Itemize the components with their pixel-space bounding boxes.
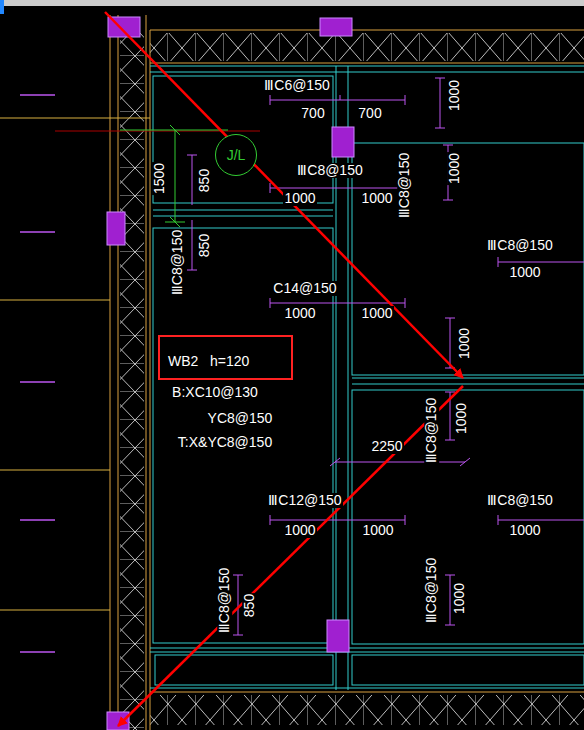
vertical-dimension: 1000 (448, 78, 463, 111)
vertical-dimension: ⅢC8@150 (171, 228, 186, 295)
vertical-dimension: ⅢC8@150 (425, 556, 440, 623)
vertical-dimension: 1000 (448, 151, 463, 184)
rebar-label: 1000 (360, 191, 393, 206)
rebar-label: 1000 (360, 306, 393, 321)
rebar-label: B:XC10@130 (171, 385, 259, 400)
rebar-label: 1000 (508, 265, 541, 280)
vertical-dimension: 850 (242, 592, 257, 617)
rebar-label: C14@150 (272, 281, 337, 296)
vertical-dimension: 1000 (458, 326, 473, 359)
rebar-label: ⅢC8@150 (486, 238, 553, 253)
vertical-dimension: ⅢC8@150 (425, 396, 440, 463)
rebar-label: 1000 (361, 523, 394, 538)
rebar-label: ⅢC8@150 (486, 493, 553, 508)
slab-mark-box: WB2 h=120 (158, 335, 293, 380)
detail-callout: J/L (215, 134, 257, 176)
rebar-label: 700 (300, 106, 325, 121)
rebar-label: 2250 (370, 439, 403, 454)
rebar-label: ⅢC6@150 (263, 78, 330, 93)
rebar-label: 1000 (283, 191, 316, 206)
vertical-dimension: 850 (197, 167, 212, 192)
rebar-label: 1000 (283, 306, 316, 321)
vertical-dimension: 1000 (455, 401, 470, 434)
vertical-dimension: 1000 (453, 581, 468, 614)
rebar-label: 1000 (283, 523, 316, 538)
node-text: WB2 h=120 (168, 353, 283, 369)
rebar-label: ⅢC8@150 (296, 163, 363, 178)
rebar-label: YC8@150 (207, 411, 274, 426)
vertical-dimension: ⅢC8@150 (218, 566, 233, 633)
rebar-label: 1000 (508, 523, 541, 538)
vertical-dimension: 1500 (153, 161, 168, 194)
vertical-dimension: 850 (197, 232, 212, 257)
rebar-label: T:X&YC8@150 (177, 435, 273, 450)
vertical-dimension: ⅢC8@150 (398, 151, 413, 218)
node-text: J/L (227, 147, 246, 163)
rebar-label: 700 (357, 106, 382, 121)
rebar-label: ⅢC12@150 (267, 493, 342, 508)
